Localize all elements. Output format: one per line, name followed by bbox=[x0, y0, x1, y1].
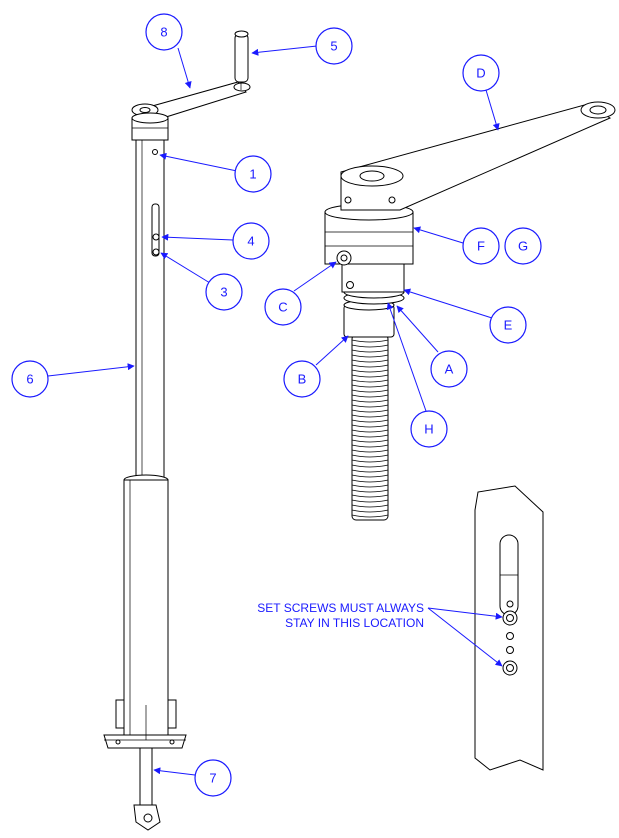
callout-B-label: B bbox=[298, 372, 307, 387]
callout-B bbox=[283, 360, 321, 398]
screw-assembly bbox=[324, 101, 616, 521]
note-line-2: STAY IN THIS LOCATION bbox=[285, 616, 424, 630]
callout-4 bbox=[232, 222, 270, 260]
bottom-bracket bbox=[133, 747, 161, 831]
callout-E bbox=[489, 306, 527, 344]
collar-b bbox=[343, 299, 395, 338]
threaded-rod bbox=[351, 334, 389, 521]
upper-tube bbox=[135, 139, 165, 481]
callout-8 bbox=[145, 13, 183, 51]
callout-C bbox=[264, 288, 302, 326]
main-body bbox=[324, 203, 414, 266]
detail-view bbox=[474, 485, 544, 771]
callout-G bbox=[504, 227, 542, 265]
callout-H bbox=[410, 410, 448, 448]
callout-D-label: D bbox=[476, 66, 485, 81]
hub bbox=[341, 261, 405, 293]
set-screw-note: SET SCREWS MUST ALWAYS STAY IN THIS LOCA… bbox=[257, 601, 503, 667]
lower-tube bbox=[123, 474, 169, 736]
callout-6 bbox=[11, 360, 49, 398]
callout-C-label: C bbox=[278, 300, 287, 315]
top-collar bbox=[131, 112, 169, 141]
crank-knob bbox=[234, 30, 249, 90]
callout-F-label: F bbox=[477, 239, 485, 254]
callout-7-label: 7 bbox=[209, 771, 216, 786]
callout-D bbox=[462, 54, 500, 92]
callout-5-label: 5 bbox=[330, 39, 337, 54]
callout-1-label: 1 bbox=[249, 167, 256, 182]
callout-3-label: 3 bbox=[220, 285, 227, 300]
callout-A bbox=[430, 350, 468, 388]
mast-assembly bbox=[103, 30, 251, 831]
callout-H-label: H bbox=[424, 422, 433, 437]
callout-1 bbox=[234, 155, 272, 193]
callout-F bbox=[462, 227, 500, 265]
handle-d bbox=[340, 101, 616, 211]
note-line-1: SET SCREWS MUST ALWAYS bbox=[257, 601, 424, 615]
callout-6-label: 6 bbox=[26, 372, 33, 387]
callout-G-label: G bbox=[518, 239, 528, 254]
callout-8-label: 8 bbox=[160, 25, 167, 40]
callout-A-label: A bbox=[445, 362, 454, 377]
callout-5 bbox=[315, 27, 353, 65]
base-plate bbox=[103, 699, 187, 749]
callout-E-label: E bbox=[504, 318, 513, 333]
callout-4-label: 4 bbox=[247, 234, 254, 249]
callout-3 bbox=[205, 273, 243, 311]
callout-7 bbox=[194, 759, 232, 797]
crank-handle bbox=[131, 81, 251, 123]
